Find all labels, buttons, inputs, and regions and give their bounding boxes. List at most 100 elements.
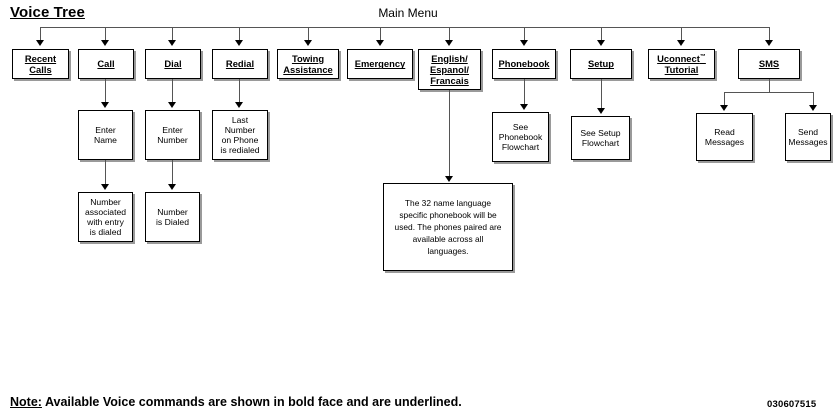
- box-see-setup-flowchart[interactable]: See Setup Flowchart: [571, 116, 630, 160]
- box-label-line: Phonebook: [498, 131, 543, 142]
- arrow-dial: [168, 40, 176, 46]
- menu-label-line: Towing: [291, 52, 325, 64]
- arrow-call: [101, 40, 109, 46]
- menu-label-line: Phonebook: [498, 58, 550, 70]
- box-label-line: Messages: [704, 137, 745, 147]
- main-menu-label: Main Menu: [378, 6, 438, 20]
- arrow-read-messages: [720, 105, 728, 111]
- box-send-messages[interactable]: Send Messages: [785, 113, 831, 161]
- stem-phonebook: [524, 27, 526, 41]
- menu-label-line: Redial: [225, 58, 255, 70]
- menu-box-language[interactable]: English/ Espanol/ Francais: [418, 49, 481, 90]
- language-phonebook-note-text: The 32 name language specific phonebook …: [394, 197, 502, 257]
- menu-label-line: Emergency: [354, 58, 406, 70]
- stem-recent-calls: [40, 27, 42, 41]
- box-label-line: Last: [231, 114, 249, 125]
- arrow-enter-name: [101, 102, 109, 108]
- connector-sms-split: [724, 92, 814, 94]
- box-label-line: Messages: [788, 137, 828, 147]
- box-see-phonebook-flowchart[interactable]: See Phonebook Flowchart: [492, 112, 549, 162]
- box-last-number-redialed[interactable]: Last Number on Phone is redialed: [212, 110, 268, 160]
- menu-label-line: Call: [97, 58, 115, 70]
- box-label-line: on Phone: [221, 135, 259, 145]
- box-label-line: Flowchart: [581, 138, 620, 148]
- menu-label-line: Dial: [164, 58, 182, 70]
- box-label-line: Number: [224, 124, 256, 135]
- menu-label-line: SMS: [758, 58, 780, 70]
- box-label-line: Number: [157, 135, 188, 145]
- arrow-emergency: [376, 40, 384, 46]
- menu-label-line: Assistance: [283, 64, 333, 75]
- menu-label-line: Tutorial: [664, 64, 699, 75]
- box-number-is-dialed[interactable]: Number is Dialed: [145, 192, 200, 242]
- connector-sms-to-send: [813, 92, 815, 106]
- connector-dial-to-enter-number: [172, 79, 174, 103]
- menu-box-redial[interactable]: Redial: [212, 49, 268, 79]
- box-enter-name[interactable]: Enter Name: [78, 110, 133, 160]
- menu-label-line: English/: [431, 52, 468, 64]
- stem-emergency: [380, 27, 382, 41]
- footer-note-text: Available Voice commands are shown in bo…: [41, 395, 462, 409]
- language-phonebook-note-box: The 32 name language specific phonebook …: [383, 183, 513, 271]
- stem-towing-assistance: [308, 27, 310, 41]
- arrow-enter-number: [168, 102, 176, 108]
- menu-box-recent-calls[interactable]: Recent Calls: [12, 49, 69, 79]
- connector-redial-to-last-number: [239, 79, 241, 103]
- box-label-line: Flowchart: [501, 142, 540, 153]
- arrow-towing-assistance: [304, 40, 312, 46]
- arrow-number-is-dialed: [168, 184, 176, 190]
- arrow-last-number: [235, 102, 243, 108]
- menu-box-uconnect-tutorial[interactable]: Uconnect™ Tutorial: [648, 49, 715, 79]
- menu-box-call[interactable]: Call: [78, 49, 134, 79]
- box-label-line: Name: [94, 135, 117, 145]
- arrow-uconnect: [677, 40, 685, 46]
- menu-label-line: Calls: [29, 64, 52, 75]
- stem-call: [105, 27, 107, 41]
- box-label-line: is redialed: [220, 145, 260, 156]
- menu-label-line: Espanol/: [429, 63, 470, 75]
- arrow-see-setup-flowchart: [597, 108, 605, 114]
- menu-box-towing-assistance[interactable]: Towing Assistance: [277, 49, 339, 79]
- footer-note: Note: Available Voice commands are shown…: [10, 395, 462, 409]
- connector-sms-to-read: [724, 92, 726, 106]
- main-menu-bus-line: [40, 27, 770, 29]
- menu-label-line: Setup: [587, 58, 615, 70]
- box-label-line: Read: [714, 126, 735, 137]
- arrow-language: [445, 40, 453, 46]
- box-label-line: See Setup: [580, 127, 621, 138]
- box-read-messages[interactable]: Read Messages: [696, 113, 753, 161]
- box-label-line: Number: [90, 196, 121, 207]
- box-label-line: Send: [797, 126, 819, 137]
- menu-box-sms[interactable]: SMS: [738, 49, 800, 79]
- box-label-line: is dialed: [89, 227, 122, 238]
- box-label-line: Enter: [162, 124, 183, 135]
- box-enter-number[interactable]: Enter Number: [145, 110, 200, 160]
- box-label-line: associated: [84, 206, 127, 217]
- box-number-associated-dialed[interactable]: Number associated with entry is dialed: [78, 192, 133, 242]
- connector-enter-name-to-number-dialed: [105, 160, 107, 185]
- page-title: Voice Tree: [10, 4, 85, 21]
- stem-setup: [601, 27, 603, 41]
- menu-box-setup[interactable]: Setup: [570, 49, 632, 79]
- stem-language: [449, 27, 451, 41]
- menu-box-dial[interactable]: Dial: [145, 49, 201, 79]
- document-code: 030607515: [767, 399, 817, 410]
- arrow-see-phonebook-flowchart: [520, 104, 528, 110]
- arrow-sms: [765, 40, 773, 46]
- box-label-line: Number: [157, 206, 188, 217]
- connector-setup-to-flowchart: [601, 79, 603, 109]
- menu-label-line: Francais: [430, 75, 469, 87]
- arrow-recent-calls: [36, 40, 44, 46]
- connector-call-to-enter-name: [105, 79, 107, 103]
- arrow-send-messages: [809, 105, 817, 111]
- arrow-phonebook: [520, 40, 528, 46]
- stem-redial: [239, 27, 241, 41]
- stem-sms: [769, 27, 771, 41]
- menu-box-phonebook[interactable]: Phonebook: [492, 49, 556, 79]
- box-label-line: Enter: [95, 124, 116, 135]
- stem-dial: [172, 27, 174, 41]
- connector-phonebook-to-flowchart: [524, 79, 526, 105]
- menu-box-emergency[interactable]: Emergency: [347, 49, 413, 79]
- stem-uconnect: [681, 27, 683, 41]
